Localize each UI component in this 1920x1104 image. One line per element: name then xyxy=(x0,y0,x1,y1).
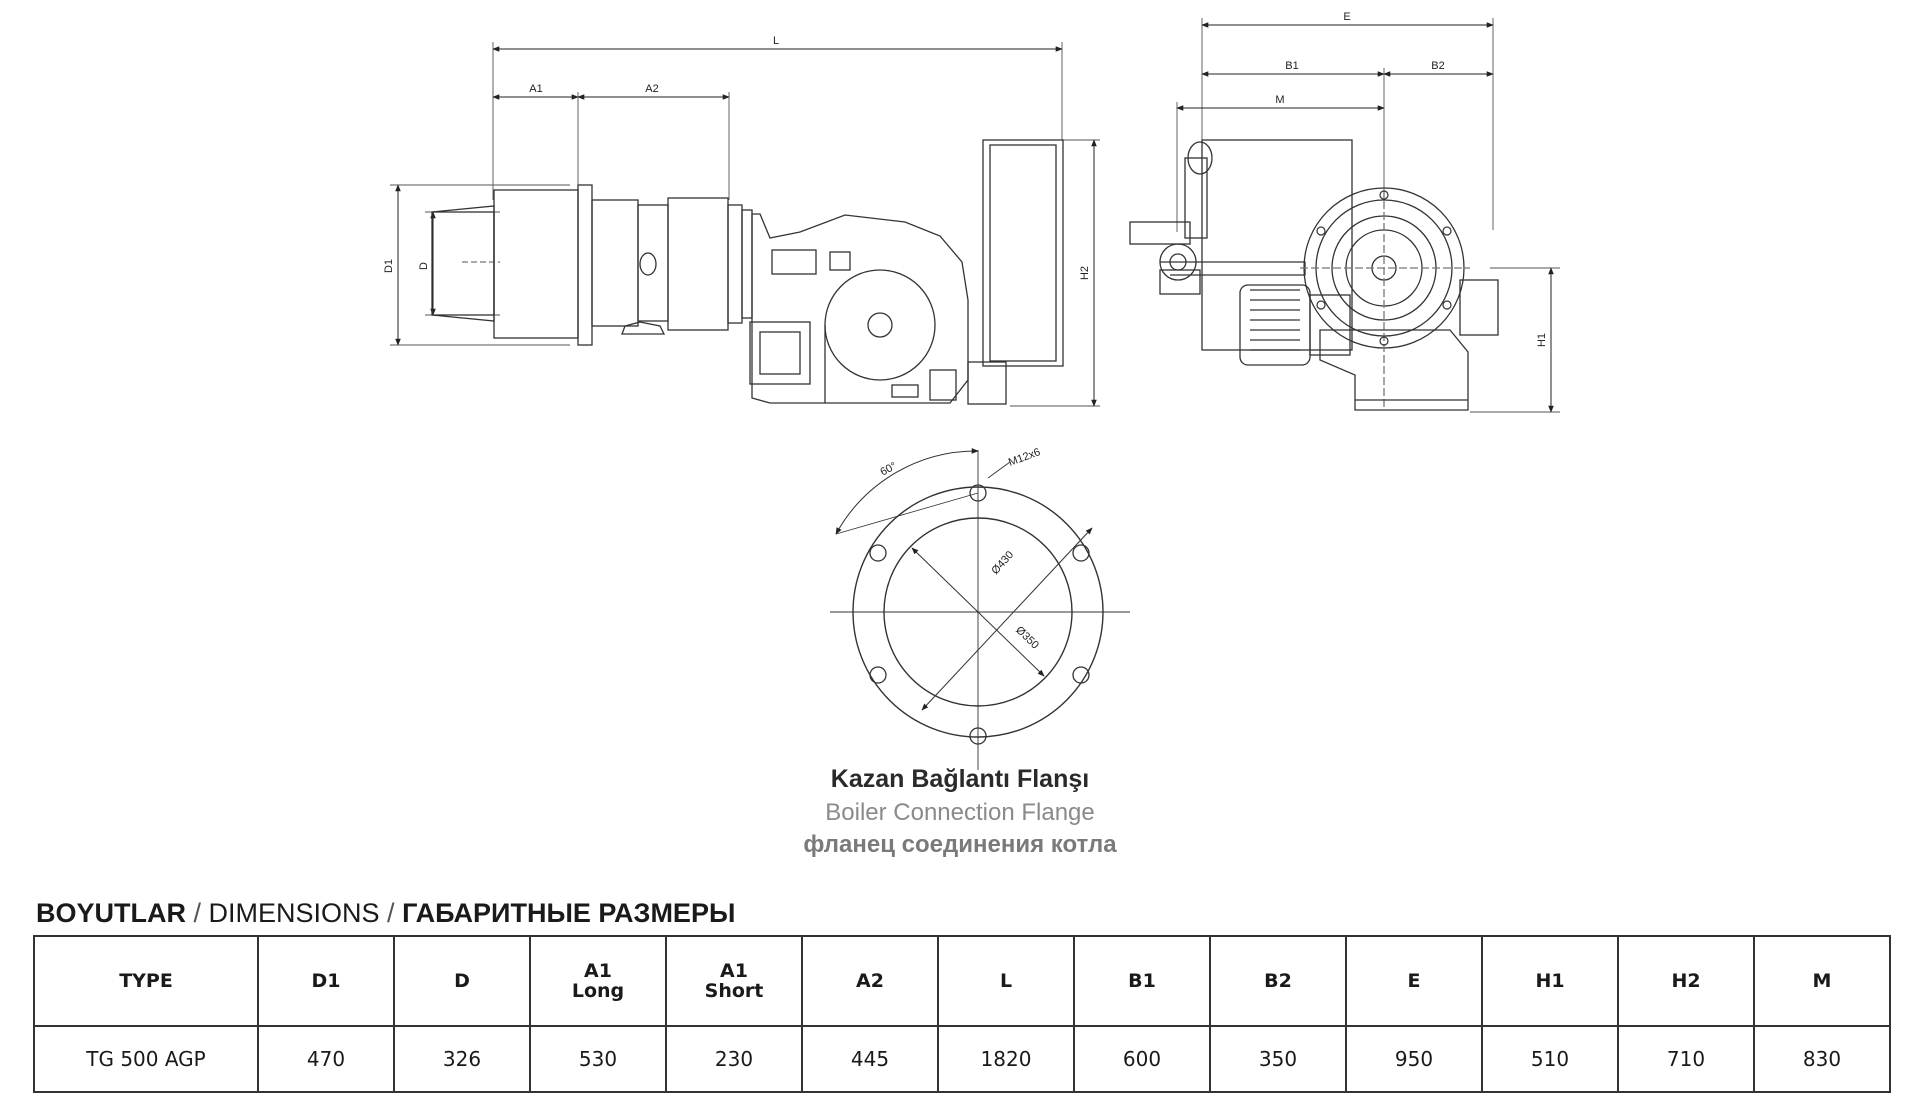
dimensions-title-ru: ГАБАРИТНЫЕ РАЗМЕРЫ xyxy=(402,898,736,928)
flange-drawing xyxy=(830,448,1130,770)
dim-label-H2: H2 xyxy=(1079,266,1091,280)
cell-h2: 710 xyxy=(1617,1025,1755,1093)
flange-outer-dia-label: Ø430 xyxy=(989,549,1016,577)
dim-label-H1: H1 xyxy=(1536,333,1548,347)
dim-label-E: E xyxy=(1343,11,1350,23)
header-cell-d1: D1 xyxy=(257,935,395,1027)
flange-title-tr: Kazan Bağlantı Flanşı xyxy=(830,765,1090,793)
header-cell-h1: H1 xyxy=(1481,935,1619,1027)
header-cell-d: D xyxy=(393,935,531,1027)
cell-m: 830 xyxy=(1753,1025,1891,1093)
cell-d1: 470 xyxy=(257,1025,395,1093)
cell-d: 326 xyxy=(393,1025,531,1093)
dim-label-B2: B2 xyxy=(1431,60,1444,72)
flange-inner-dia-label: Ø350 xyxy=(1013,624,1041,651)
dim-label-D: D xyxy=(418,262,430,270)
title-separator: / xyxy=(379,898,403,928)
header-cell-a2: A2 xyxy=(801,935,939,1027)
dimensions-title-en: DIMENSIONS xyxy=(208,898,380,928)
flange-bolts-label: M12x6 xyxy=(1007,446,1042,469)
dimensions-title: BOYUTLAR / DIMENSIONS / ГАБАРИТНЫЕ РАЗМЕ… xyxy=(36,898,735,929)
title-separator: / xyxy=(186,898,209,928)
side-view xyxy=(390,42,1100,407)
dimensions-title-tr: BOYUTLAR xyxy=(36,898,186,928)
front-view xyxy=(1129,18,1560,413)
flange-bolt-holes xyxy=(869,484,1090,745)
cell-l: 1820 xyxy=(937,1025,1075,1093)
cell-a2: 445 xyxy=(801,1025,939,1093)
dim-label-B1: B1 xyxy=(1285,60,1298,72)
header-cell-b2: B2 xyxy=(1209,935,1347,1027)
header-cell-l: L xyxy=(937,935,1075,1027)
cell-a1-short: 230 xyxy=(665,1025,803,1093)
header-cell-h2: H2 xyxy=(1617,935,1755,1027)
cell-b2: 350 xyxy=(1209,1025,1347,1093)
dim-label-A1: A1 xyxy=(529,83,542,95)
dim-label-M: M xyxy=(1275,94,1284,106)
cell-b1: 600 xyxy=(1073,1025,1211,1093)
dim-label-A2: A2 xyxy=(645,83,658,95)
head-bolt-holes xyxy=(1316,190,1452,346)
dim-label-L: L xyxy=(773,35,779,47)
cell-h1: 510 xyxy=(1481,1025,1619,1093)
cell-type: TG 500 AGP xyxy=(33,1025,259,1093)
cell-a1-long: 530 xyxy=(529,1025,667,1093)
flange-title-en: Boiler Connection Flange xyxy=(825,799,1095,826)
header-cell-m: M xyxy=(1753,935,1891,1027)
flange-title-ru: фланец соединения котла xyxy=(803,831,1117,858)
cell-e: 950 xyxy=(1345,1025,1483,1093)
header-cell-e: E xyxy=(1345,935,1483,1027)
header-cell-b1: B1 xyxy=(1073,935,1211,1027)
header-cell-type: TYPE xyxy=(33,935,259,1027)
dim-label-D1: D1 xyxy=(383,259,395,273)
table-row: TG 500 AGP 470 326 530 230 445 1820 600 … xyxy=(33,1025,1891,1093)
flange-angle-label: 60° xyxy=(878,460,898,478)
